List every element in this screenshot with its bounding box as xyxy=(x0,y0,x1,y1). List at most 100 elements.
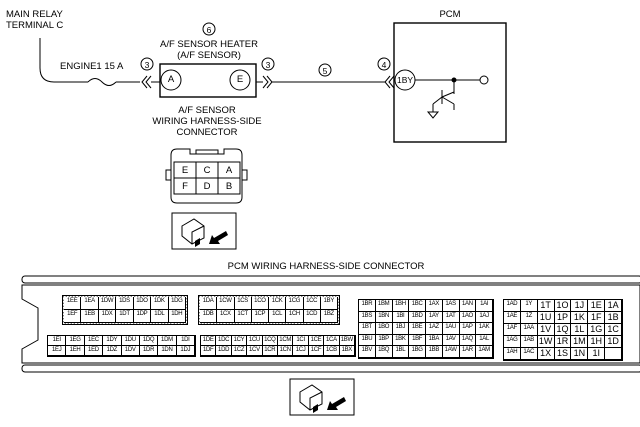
pcm-pin: 1DF xyxy=(201,346,217,356)
pcm-pin: 1CO xyxy=(251,297,269,310)
pcm-pin: 1AQ xyxy=(459,334,477,347)
terminal-a-circle xyxy=(160,69,182,91)
terminal-c-label: TERMINAL C xyxy=(6,20,64,31)
pcm-pin: 1DH xyxy=(168,310,186,323)
pcm-pin: 1EA xyxy=(81,297,99,310)
pcm-pin: 1AP xyxy=(459,323,477,335)
pcm-pin: 1EB xyxy=(81,310,99,323)
marker-3a-circle xyxy=(140,57,154,71)
pcm-pin: 1CS xyxy=(234,297,252,310)
pcm-pin: 1AC xyxy=(520,348,538,360)
af-sensor-connector-face xyxy=(165,148,248,204)
pcm-pin: 1AA xyxy=(520,324,538,336)
pcm-pin: 1ED xyxy=(84,346,104,356)
pcm-pin: 1DM xyxy=(158,336,177,346)
pcm-pin: 1CW xyxy=(217,297,235,310)
pcm-pin: 1CV xyxy=(247,346,263,356)
sensor-pin-c: C xyxy=(203,165,211,176)
pcm-pin: 1L xyxy=(571,324,589,336)
pcm-pin: 1DU xyxy=(121,336,140,346)
pcm-pin: 1DE xyxy=(201,336,217,346)
pcm-pin: 1AD xyxy=(504,300,521,312)
pcm-pin: 1BP xyxy=(375,334,393,347)
pcm-pin: 1D xyxy=(605,336,622,348)
connector-view-icon-1 xyxy=(171,212,237,250)
pcm-pin: 1BY xyxy=(320,297,338,310)
pcm-pin: 1BK xyxy=(392,334,410,347)
pcm-pin: 1DL xyxy=(151,310,169,323)
pcm-pin: 1DO xyxy=(133,297,152,310)
sensor-pin-a: A xyxy=(225,165,233,176)
pcm-pin: 1BU xyxy=(359,334,376,347)
pcm-pin: 1CE xyxy=(308,336,325,346)
pcm-pin: 1BH xyxy=(392,300,410,312)
pcm-pin: 1DB xyxy=(200,310,218,323)
pcm-pin: 1CL xyxy=(269,310,287,323)
pcm-pin: 1CI xyxy=(293,336,309,346)
pcm-pin: 1EG xyxy=(66,336,85,346)
pcm-pin: 1BV xyxy=(359,346,376,358)
pcm-pin: 1S xyxy=(554,348,572,360)
pcm-pin: 1DT xyxy=(116,310,134,323)
pcm-pin: 1BL xyxy=(392,346,410,358)
pcm-pin: 1AK xyxy=(476,323,493,335)
pcm-pin: 1M xyxy=(571,336,589,348)
pcm-pin: 1DV xyxy=(121,346,140,356)
fuse-label: ENGINE1 15 A xyxy=(60,61,124,72)
pcm-pin: 1BD xyxy=(409,311,426,324)
pcm-pin: 1BM xyxy=(375,300,393,312)
pcm-pin: 1B xyxy=(605,312,622,324)
pcm-pin: 1CX xyxy=(217,310,235,323)
pcm-pin: 1BX xyxy=(339,346,355,356)
marker-3a: 3 xyxy=(144,60,150,70)
pcm-pin xyxy=(605,348,622,360)
pcm-pin: 1AY xyxy=(426,311,443,324)
pcm-pin: 1AT xyxy=(442,311,460,324)
marker-4-circle xyxy=(377,57,391,71)
sensor-connector-label-line3: CONNECTOR xyxy=(176,127,238,138)
pcm-pin: 1AB xyxy=(520,336,538,348)
pcm-pin: 1AU xyxy=(442,323,460,335)
connector-view-icon-2 xyxy=(289,378,355,416)
sensor-connector-label-line2: WIRING HARNESS-SIDE xyxy=(152,116,262,127)
pcm-pin: 1DW xyxy=(98,297,117,310)
pcm-internal-circuit xyxy=(415,75,489,119)
pcm-pin: 1G xyxy=(588,324,606,336)
pcm-pin: 1AS xyxy=(442,300,460,312)
pcm-pin: 1Z xyxy=(520,312,538,324)
pcm-pin: 1BO xyxy=(375,323,393,335)
pcm-pin: 1AN xyxy=(459,300,477,312)
pcm-pin: 1CH xyxy=(286,310,304,323)
pcm-pin: 1BN xyxy=(375,311,393,324)
pcm-pin: 1DC xyxy=(216,336,232,346)
main-relay-wire xyxy=(39,38,140,86)
pcm-pin: 1EF xyxy=(64,310,82,323)
sensor-pin-f: F xyxy=(182,181,188,192)
sensor-pin-e: E xyxy=(181,165,189,176)
pcm-pin: 1AL xyxy=(476,334,493,347)
pcm-pin: 1W xyxy=(537,336,555,348)
pcm-pin: 1DA xyxy=(200,297,218,310)
pcm-pin: 1BB xyxy=(426,346,443,358)
pcm-pin: 1N xyxy=(571,348,589,360)
pcm-pin: 1BS xyxy=(359,311,376,324)
pcm-pin: 1DD xyxy=(216,346,232,356)
sensor-pin-b: B xyxy=(225,181,233,192)
terminal-1by-label: 1BY xyxy=(396,75,414,85)
pcm-pin: 1CY xyxy=(231,336,248,346)
pcm-pin: 1DG xyxy=(168,297,186,310)
pcm-pin: 1T xyxy=(537,300,555,312)
pcm-pin: 1CT xyxy=(234,310,252,323)
pcm-pin: 1AO xyxy=(459,311,477,324)
sensor-pin-d: D xyxy=(203,181,211,192)
pcm-pin: 1CF xyxy=(308,346,325,356)
pcm-pin: 1Q xyxy=(554,324,572,336)
pcm-pin: 1DN xyxy=(158,346,177,356)
marker-6: 6 xyxy=(206,25,212,35)
pcm-pin: 1U xyxy=(537,312,555,324)
